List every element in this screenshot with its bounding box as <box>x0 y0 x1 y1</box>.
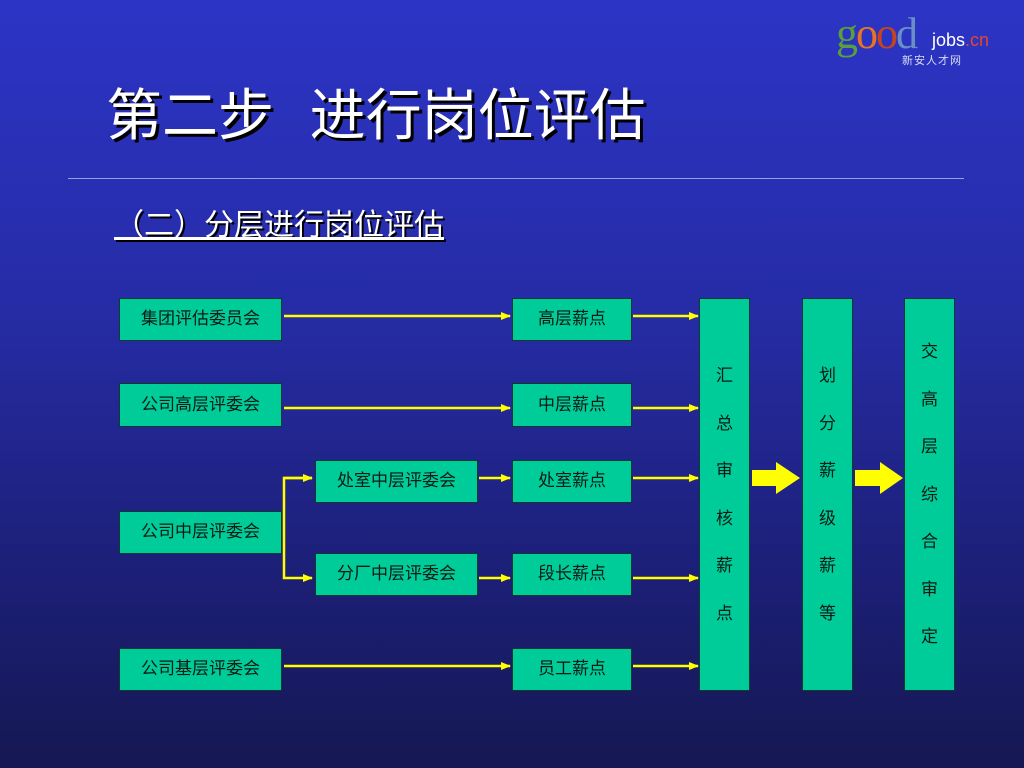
grading-char: 薪 <box>819 556 836 576</box>
node-final-approval: 交 高 层 综 合 审 定 <box>904 298 955 691</box>
summary-char: 汇 <box>716 366 733 386</box>
node-senior-committee: 公司高层评委会 <box>119 383 282 427</box>
node-office-committee: 处室中层评委会 <box>315 460 478 503</box>
final-char: 合 <box>921 532 938 552</box>
grading-char: 级 <box>819 508 836 529</box>
goodjobs-logo: good jobs.cn 新安人才网 <box>836 9 1006 72</box>
summary-char: 审 <box>716 461 733 481</box>
final-char: 定 <box>921 627 938 647</box>
node-grade-division: 划 分 薪 级 薪 等 <box>802 298 853 691</box>
logo-wordmark: good <box>836 9 918 58</box>
grading-char: 划 <box>819 366 836 386</box>
node-group-committee: 集团评估委员会 <box>119 298 282 341</box>
arrow-middle-to-branch <box>282 530 313 582</box>
summary-char: 点 <box>716 603 733 624</box>
block-arrow-grading-to-final <box>855 462 903 494</box>
node-middle-committee: 公司中层评委会 <box>119 511 282 554</box>
final-char: 高 <box>921 389 938 410</box>
node-section-points: 段长薪点 <box>512 553 632 596</box>
final-char: 综 <box>921 484 938 505</box>
page-title: 第二步 进行岗位评估 <box>106 84 646 149</box>
node-senior-points: 高层薪点 <box>512 298 632 341</box>
logo-domain: jobs.cn <box>932 30 990 50</box>
grading-char: 薪 <box>819 461 836 481</box>
arrow-middle-split <box>282 476 312 530</box>
summary-char: 总 <box>716 413 733 434</box>
node-summary-review: 汇 总 审 核 薪 点 <box>699 298 750 691</box>
node-staff-points: 员工薪点 <box>512 648 632 691</box>
node-office-points: 处室薪点 <box>512 460 632 503</box>
logo-tagline: 新安人才网 <box>902 54 962 67</box>
grading-char: 等 <box>819 603 836 624</box>
node-middle-points: 中层薪点 <box>512 383 632 427</box>
title-divider <box>68 178 964 179</box>
final-char: 交 <box>921 342 938 362</box>
grading-char: 分 <box>819 413 836 434</box>
section-subtitle: （二）分层进行岗位评估 <box>114 208 444 243</box>
block-arrow-summary-to-grading <box>752 462 800 494</box>
summary-char: 薪 <box>716 556 733 576</box>
node-branch-committee: 分厂中层评委会 <box>315 553 478 596</box>
node-base-committee: 公司基层评委会 <box>119 648 282 691</box>
final-char: 审 <box>921 579 938 600</box>
final-char: 层 <box>921 437 938 457</box>
summary-char: 核 <box>716 508 733 529</box>
